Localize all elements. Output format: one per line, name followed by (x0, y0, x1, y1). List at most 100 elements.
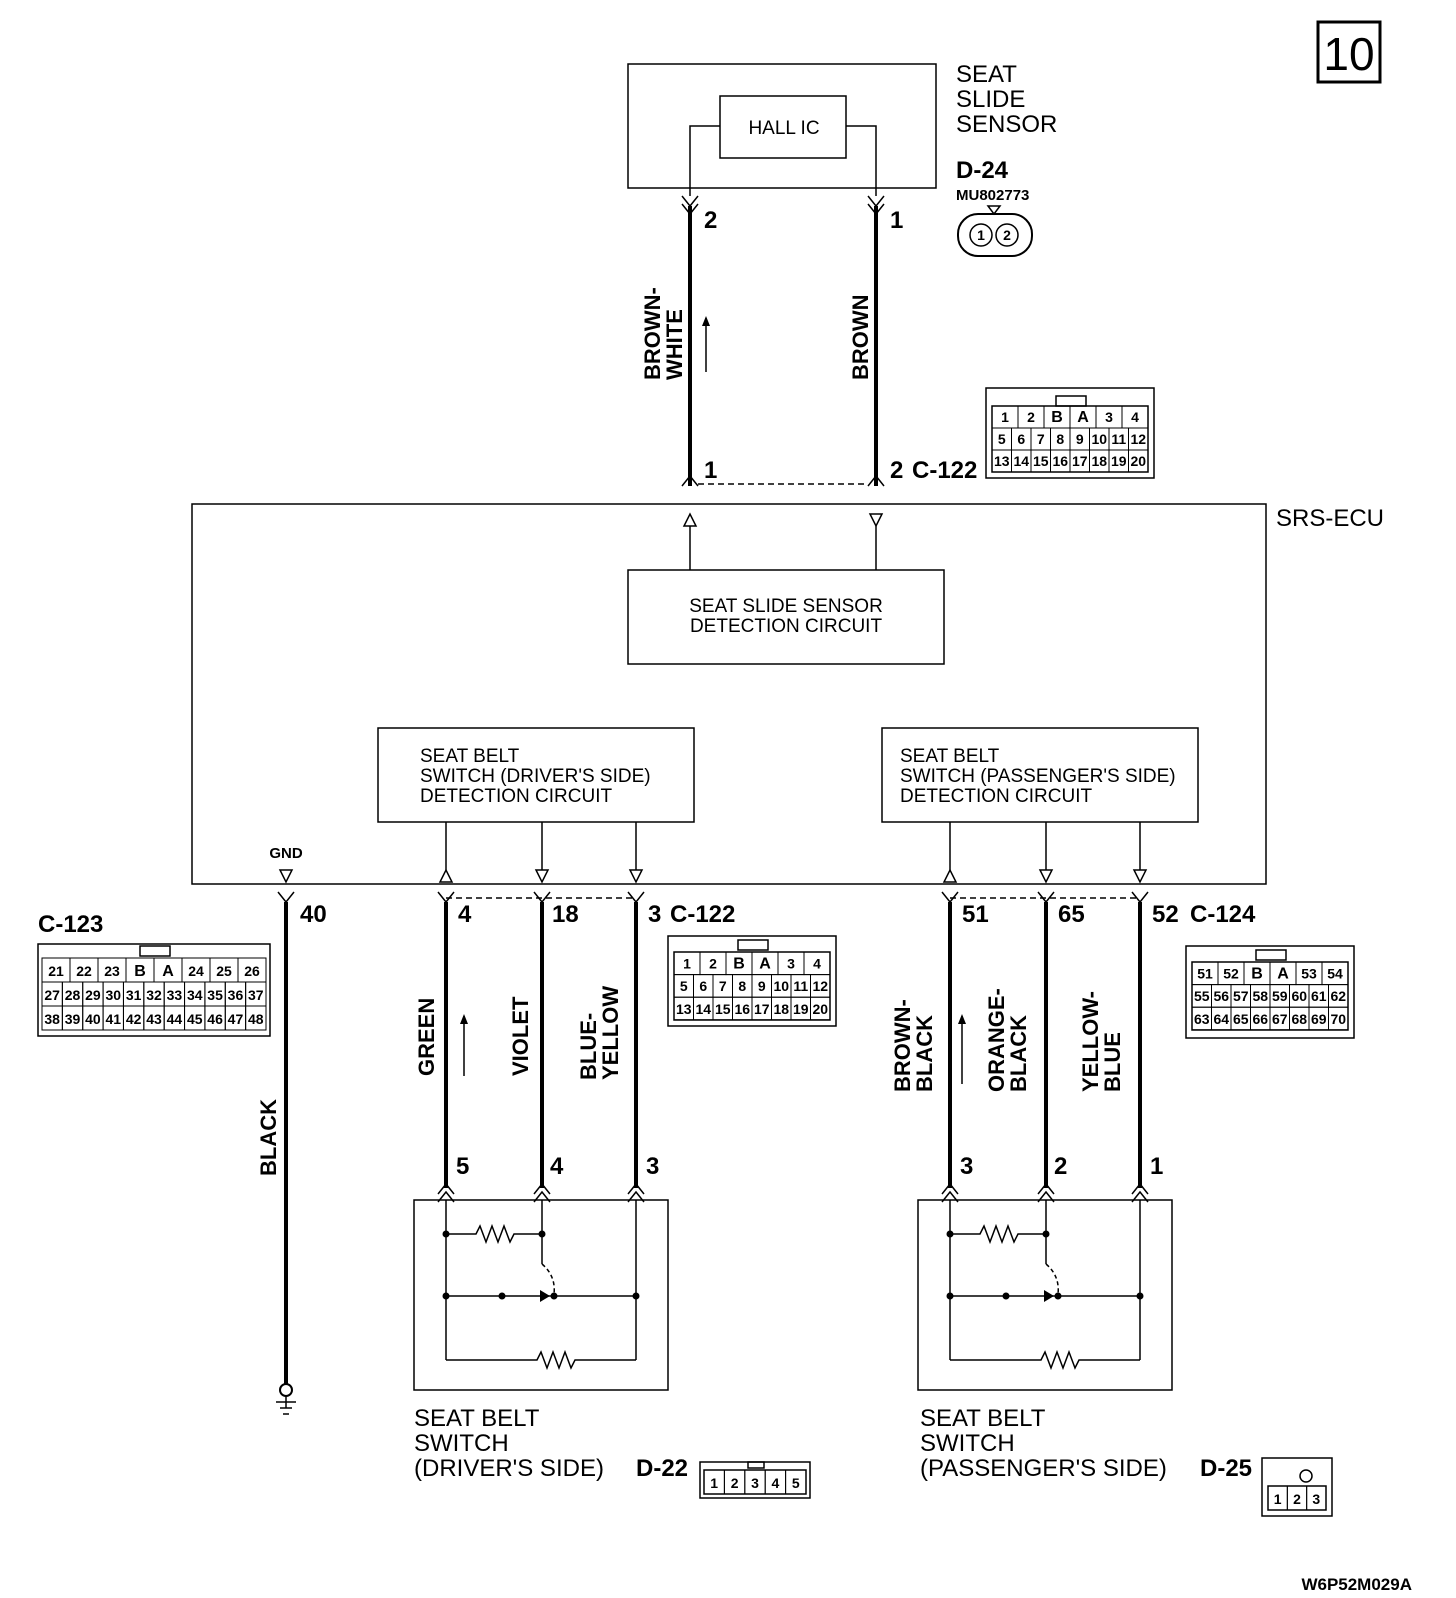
c124-cell-label: 61 (1311, 988, 1327, 1004)
c124-cell-label: 57 (1233, 988, 1249, 1004)
c122-top-cell-label: 10 (1091, 431, 1107, 447)
passenger-switch-pin2: 2 (1054, 1153, 1067, 1180)
driver-circuit-line1: SEAT BELT (420, 746, 520, 767)
wire-brown-black-2: BLACK (912, 1015, 937, 1092)
c123-cell-label: 46 (207, 1011, 223, 1027)
c123-cell-label: 39 (65, 1011, 81, 1027)
c123-cell-label: 21 (48, 963, 64, 979)
junction-dot (946, 1292, 954, 1300)
c123-cell-label: 45 (187, 1011, 203, 1027)
junction-dot (550, 1292, 558, 1300)
c122-bottom-label: C-122 (670, 901, 735, 928)
c122-top-cell-label: B (1051, 409, 1063, 426)
c122-top-pin2: 2 (890, 457, 903, 484)
wire-brown-black-1: BROWN- (890, 999, 915, 1092)
c122-top-cell-label: 15 (1033, 453, 1049, 469)
c124-cell-label: 67 (1272, 1011, 1288, 1027)
d24-pin2-label: 2 (704, 207, 717, 234)
bottom-wires: 40 4 18 3 C-122 51 65 52 C-124 BLACK GRE… (256, 891, 1256, 1415)
passenger-circuit-line1: SEAT BELT (900, 746, 1000, 767)
c124-cell-label: 62 (1330, 988, 1346, 1004)
ecu-terminal-arrow (534, 869, 550, 884)
junction-dot (538, 1230, 546, 1238)
c124-cell-label: 63 (1194, 1011, 1210, 1027)
c123-label: C-123 (38, 911, 103, 938)
c124-cell-label: 54 (1327, 966, 1343, 982)
c122-bottom-cell-label: 1 (683, 956, 691, 972)
c124-cell-label: 55 (1194, 988, 1210, 1004)
c122-bottom-cell-label: 9 (758, 978, 766, 994)
wire-green: GREEN (414, 998, 439, 1076)
c122-bottom-cell-label: B (733, 956, 745, 973)
c122-bottom-cell-20 (810, 996, 831, 1021)
driver-circuit-line2: SWITCH (DRIVER'S SIDE) (420, 766, 651, 787)
sensor-title-line1: SEAT (956, 61, 1017, 88)
c124-cell-label: 51 (1197, 966, 1213, 982)
c122-top-cell-label: 1 (1001, 409, 1009, 425)
c124-cell-70 (1328, 1006, 1349, 1031)
junction-dot (1042, 1230, 1050, 1238)
c123-cell-label: 22 (76, 963, 92, 979)
c122-bottom-cell-label: 17 (754, 1001, 770, 1017)
wire-orange-black-1: ORANGE- (984, 988, 1009, 1092)
passenger-switch-title-1: SEAT BELT (920, 1405, 1046, 1432)
driver-switch-pin3: 3 (646, 1153, 659, 1180)
c122-bottom-cell-label: 12 (812, 978, 828, 994)
d25-label: D-25 (1200, 1455, 1252, 1482)
passenger-pin-52: 52 (1152, 901, 1179, 928)
resistor-icon (446, 1223, 542, 1245)
ecu-terminal-arrow (1038, 869, 1054, 884)
c124-cell-label: 52 (1223, 966, 1239, 982)
c123-cell-label: 48 (248, 1011, 264, 1027)
passenger-pin-65: 65 (1058, 901, 1085, 928)
d25-cell-label: 2 (1293, 1491, 1301, 1507)
ecu-terminal-arrow (1132, 869, 1148, 884)
c122-bottom-cell-label: 5 (680, 978, 688, 994)
c122-top-cell-20 (1128, 449, 1149, 473)
c124-cell-label: 65 (1233, 1011, 1249, 1027)
d25-cell-label: 1 (1274, 1491, 1282, 1507)
d24-connector-icon: 1 2 (957, 205, 1033, 257)
c122-top-cell-label: 9 (1076, 431, 1084, 447)
switch-connector-mark (941, 1182, 959, 1203)
c122-bottom-cell-label: 6 (699, 978, 707, 994)
d22-cell-label: 1 (710, 1475, 718, 1491)
c122-bottom-cell-label: 2 (709, 956, 717, 972)
c122-bottom-cell-label: 16 (734, 1001, 750, 1017)
switch-connector-mark (437, 1182, 455, 1203)
c124-label: C-124 (1190, 901, 1256, 928)
wire-brown-white-1: BROWN- (640, 287, 665, 380)
c122-top-cell-label: 14 (1013, 453, 1029, 469)
wire-brown-white-2: WHITE (662, 309, 687, 380)
c123-cell-label: 44 (167, 1011, 183, 1027)
passenger-circuit-line3: DETECTION CIRCUIT (900, 786, 1093, 807)
c122-bottom-cell-label: 8 (738, 978, 746, 994)
switch-housing (917, 1199, 1173, 1391)
c124-cell-label: 58 (1252, 988, 1268, 1004)
d25-cell-label: 3 (1312, 1491, 1320, 1507)
c124-cell-label: 64 (1213, 1011, 1229, 1027)
junction-dot (498, 1292, 506, 1300)
passenger-switch-title-2: SWITCH (920, 1430, 1015, 1457)
driver-switch-pin4: 4 (550, 1153, 564, 1180)
page-number-box: 10 (1316, 20, 1382, 84)
junction-dot (1002, 1292, 1010, 1300)
c124-cell-label: 68 (1291, 1011, 1307, 1027)
wire-yellow-blue-1: YELLOW- (1078, 991, 1103, 1092)
c122-top-cell-label: 16 (1052, 453, 1068, 469)
junction-dot (1136, 1292, 1144, 1300)
c124-cell-label: 66 (1252, 1011, 1268, 1027)
c122-top-cell-label: 2 (1027, 409, 1035, 425)
c122-top-cell-label: 7 (1037, 431, 1045, 447)
sensor-wires: 2 1 BROWN- WHITE BROWN 1 2 C-122 (640, 195, 977, 487)
c122-top-cell-label: 3 (1105, 409, 1113, 425)
srs-ecu: SRS-ECU SEAT SLIDE SENSOR DETECTION CIRC… (191, 503, 1384, 885)
c123-cell-label: 42 (126, 1011, 142, 1027)
junction-dot (632, 1292, 640, 1300)
c123-cell-label: 34 (187, 987, 203, 1003)
c124-cell-label: 70 (1330, 1011, 1346, 1027)
